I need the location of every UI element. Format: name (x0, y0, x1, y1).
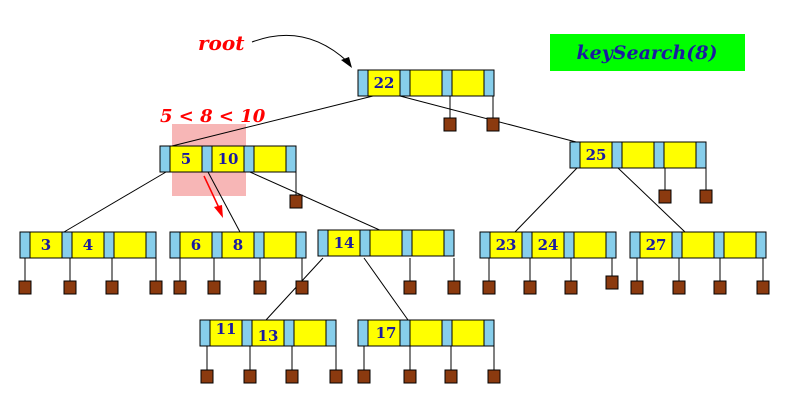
btree-node: 3 4 (19, 231, 157, 259)
search-arrow-head (214, 205, 223, 218)
node-key: 23 (496, 236, 517, 254)
edge-5-10-to-3-4 (63, 171, 167, 233)
edge-14-to-17 (363, 257, 409, 321)
btree-node: 14 (317, 229, 455, 257)
node-key: 14 (334, 234, 355, 252)
null-leaf (200, 369, 214, 384)
null-leaf (403, 280, 417, 295)
null-leaf-stems (24, 96, 764, 370)
node-key: 27 (646, 236, 667, 254)
node-key: 13 (258, 327, 279, 345)
null-leaf (357, 369, 371, 384)
btree-node: 25 (569, 141, 707, 169)
operation-label-box (550, 34, 745, 71)
edge-5-10-to-14 (249, 171, 385, 233)
operation-label: keySearch(8) (576, 42, 717, 64)
search-arrow (203, 175, 221, 211)
null-leaf (295, 280, 309, 295)
null-leaf (486, 117, 500, 132)
node-key: 5 (181, 150, 191, 168)
null-leaf (63, 280, 77, 295)
btree-node: 5 10 (159, 145, 297, 173)
btree-node: 22 (357, 69, 495, 97)
btree-node: 11 13 (199, 319, 337, 347)
btree-node: 6 8 (169, 231, 307, 259)
edge-25-to-23-24 (514, 167, 578, 233)
null-leaf (444, 369, 458, 384)
null-leaf (285, 369, 299, 384)
node-key: 4 (83, 236, 93, 254)
null-leaf (18, 280, 32, 295)
null-leaf (658, 189, 672, 204)
null-leaf (173, 280, 187, 295)
null-leaf (564, 280, 578, 295)
null-leaf (329, 369, 343, 384)
edge-5-10-to-6-8 (207, 171, 241, 233)
null-leaf (523, 280, 537, 295)
edge-25-to-27 (617, 167, 686, 233)
tree-edges (63, 95, 686, 321)
root-arrow-head (341, 57, 352, 68)
null-leaves (18, 117, 770, 384)
comparison-label: 5 < 8 < 10 (160, 106, 266, 127)
null-leaf (713, 280, 727, 295)
null-leaf (756, 280, 770, 295)
null-leaf (443, 117, 457, 132)
null-leaf (289, 194, 303, 209)
btree-node: 17 (357, 319, 495, 347)
root-arrow (251, 34, 349, 63)
edge-22-to-5-10 (171, 95, 374, 147)
node-key: 22 (374, 74, 395, 92)
null-leaf (149, 280, 163, 295)
null-leaf (447, 280, 461, 295)
edge-14-to-11-13 (265, 257, 324, 321)
node-key: 10 (218, 150, 239, 168)
node-key: 3 (41, 236, 51, 254)
btree-node: 27 (629, 231, 767, 259)
node-key: 11 (216, 320, 237, 338)
btree-node: 23 24 (479, 231, 617, 259)
node-key: 8 (233, 236, 243, 254)
node-key: 25 (586, 146, 607, 164)
null-leaf (699, 189, 713, 204)
null-leaf (482, 280, 496, 295)
root-label: root (198, 31, 245, 55)
null-leaf (207, 280, 221, 295)
null-leaf (630, 280, 644, 295)
null-leaf (105, 280, 119, 295)
null-leaf (403, 369, 417, 384)
node-key: 24 (538, 236, 559, 254)
node-key: 17 (376, 324, 397, 342)
null-leaf (487, 369, 501, 384)
null-leaf (672, 280, 686, 295)
null-leaf (243, 369, 257, 384)
node-key: 6 (191, 236, 201, 254)
null-leaf (253, 280, 267, 295)
null-leaf (605, 275, 619, 290)
